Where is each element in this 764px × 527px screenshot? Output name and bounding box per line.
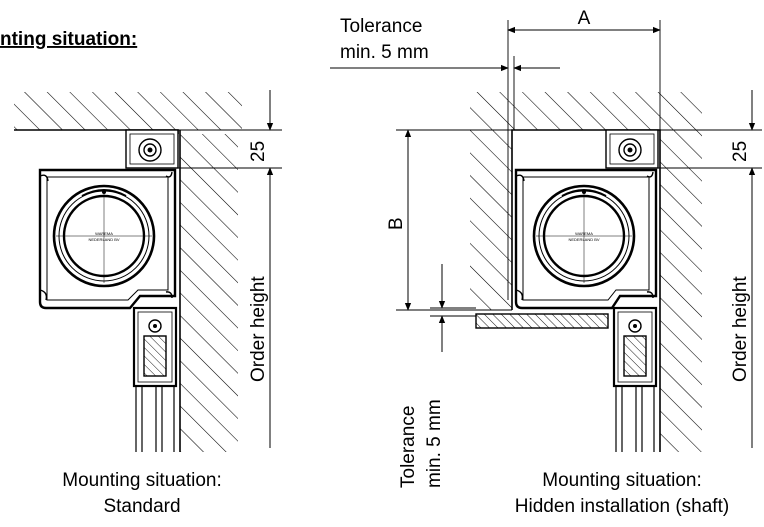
right-order-height: Order height <box>730 276 751 382</box>
tolerance-top-line2: min. 5 mm <box>340 42 429 63</box>
right-left-wall <box>470 92 512 310</box>
right-wall <box>660 130 702 452</box>
left-bracket <box>125 129 179 169</box>
right-ceiling <box>512 92 702 130</box>
right-brand-line2: NEDERLAND BV <box>568 237 599 242</box>
left-caption-line1: Mounting situation: <box>62 470 222 491</box>
left-order-height: Order height <box>248 276 269 382</box>
right-dimension-b: B <box>386 129 512 311</box>
right-tolerance-bottom: Tolerance min. 5 mm <box>398 264 476 488</box>
left-guide-rail <box>132 306 178 452</box>
right-view: WAREMA NEDERLAND BV Tolerance min. 5 mm <box>330 8 762 517</box>
right-tolerance-top: Tolerance min. 5 mm <box>330 16 560 300</box>
right-bracket <box>605 129 659 169</box>
right-dimensions: 25 Order height <box>658 90 762 448</box>
right-roller-box: WAREMA NEDERLAND BV <box>514 168 658 310</box>
left-caption-line2: Standard <box>103 496 180 517</box>
left-ceiling <box>14 92 242 130</box>
shaft-panel <box>475 313 609 329</box>
tolerance-top-line1: Tolerance <box>340 16 422 37</box>
left-dimensions: 25 Order height <box>178 90 282 448</box>
left-wall <box>180 134 238 452</box>
left-brand-line2: NEDERLAND BV <box>88 237 119 242</box>
header-title: nting situation: <box>0 29 137 50</box>
right-dimension-a: A <box>507 8 661 130</box>
left-view: WAREMA NEDERLAND BV 25 Order height Moun… <box>14 90 282 517</box>
right-guide-rail <box>612 306 658 452</box>
tolerance-bottom-line1: Tolerance <box>398 406 419 488</box>
right-dimension-25: 25 <box>730 141 751 162</box>
right-caption-line2: Hidden installation (shaft) <box>515 496 729 517</box>
right-brand-line1: WAREMA <box>575 231 593 236</box>
tolerance-bottom-line2: min. 5 mm <box>424 399 445 488</box>
dimension-b-label: B <box>386 217 407 230</box>
right-caption-line1: Mounting situation: <box>542 470 702 491</box>
dimension-a-label: A <box>578 8 591 29</box>
left-dimension-25: 25 <box>248 141 269 162</box>
left-roller-box: WAREMA NEDERLAND BV <box>38 168 177 310</box>
left-brand-line1: WAREMA <box>95 231 113 236</box>
